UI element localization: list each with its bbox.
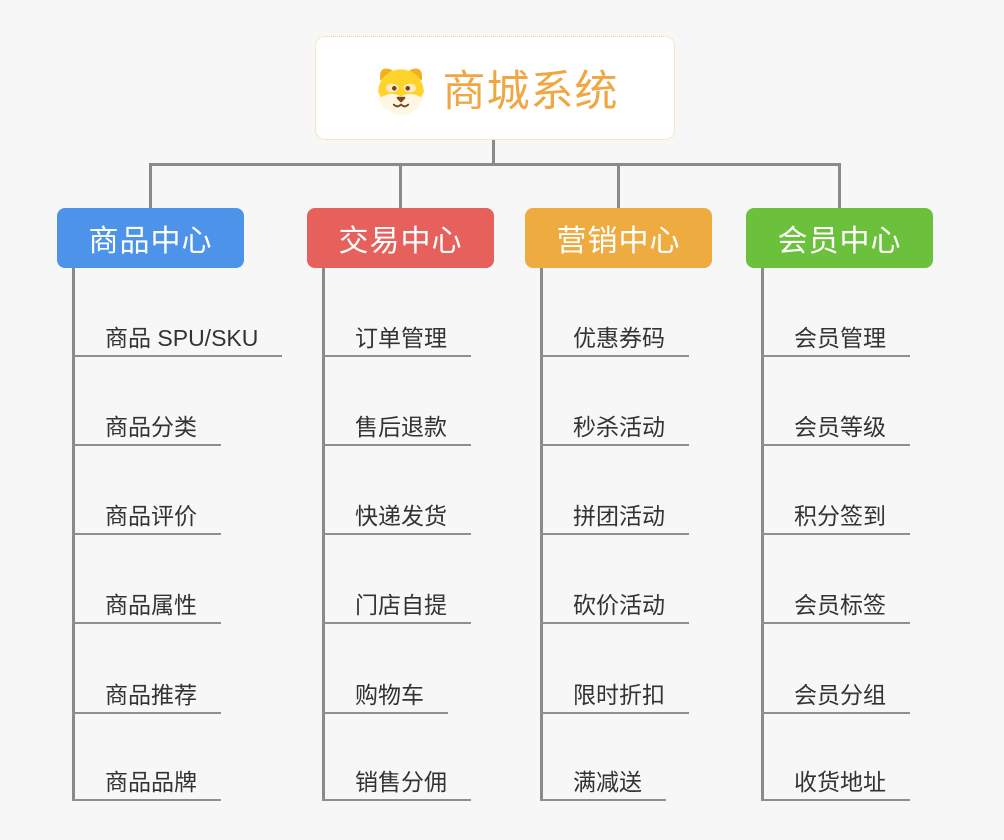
mindmap-item[interactable]: 秒杀活动 <box>540 399 689 446</box>
mindmap-item[interactable]: 会员标签 <box>761 577 910 624</box>
mindmap-item[interactable]: 会员管理 <box>761 310 910 357</box>
dog-face-icon <box>377 68 424 115</box>
mindmap-item[interactable]: 售后退款 <box>322 399 471 446</box>
mindmap-item[interactable]: 会员分组 <box>761 667 910 714</box>
mindmap-item[interactable]: 收货地址 <box>761 754 910 801</box>
branch-node-product[interactable]: 商品中心 <box>57 208 244 268</box>
branch-stem-line <box>149 163 152 208</box>
branch-column-trade: 交易中心 订单管理 售后退款 快递发货 门店自提 购物车 销售分佣 <box>307 208 494 801</box>
mindmap-item[interactable]: 订单管理 <box>322 310 471 357</box>
branch-node-member[interactable]: 会员中心 <box>746 208 933 268</box>
mindmap-item[interactable]: 商品 SPU/SKU <box>72 310 283 357</box>
mindmap-item[interactable]: 优惠券码 <box>540 310 689 357</box>
mindmap-item[interactable]: 拼团活动 <box>540 488 689 535</box>
branch-stem-line <box>399 163 402 208</box>
mindmap-item[interactable]: 门店自提 <box>322 577 471 624</box>
branch-column-marketing: 营销中心 优惠券码 秒杀活动 拼团活动 砍价活动 限时折扣 满减送 <box>525 208 712 801</box>
mindmap-item[interactable]: 商品品牌 <box>72 754 221 801</box>
mindmap-item[interactable]: 积分签到 <box>761 488 910 535</box>
branch-node-trade[interactable]: 交易中心 <box>307 208 494 268</box>
branch-connector-bar <box>149 163 841 166</box>
mindmap-item[interactable]: 商品属性 <box>72 577 221 624</box>
mindmap-item[interactable]: 销售分佣 <box>322 754 471 801</box>
mindmap-item[interactable]: 商品推荐 <box>72 667 221 714</box>
mindmap-item[interactable]: 商品评价 <box>72 488 221 535</box>
mindmap-item[interactable]: 会员等级 <box>761 399 910 446</box>
mindmap-item[interactable]: 限时折扣 <box>540 667 689 714</box>
root-node[interactable]: 商城系统 <box>315 36 675 140</box>
root-title: 商城系统 <box>442 68 619 116</box>
mindmap-item[interactable]: 购物车 <box>322 667 448 714</box>
branch-node-marketing[interactable]: 营销中心 <box>525 208 712 268</box>
branch-stem-line <box>617 163 620 208</box>
mindmap-item[interactable]: 满减送 <box>540 754 666 801</box>
mindmap-item[interactable]: 快递发货 <box>322 488 471 535</box>
mindmap-item[interactable]: 砍价活动 <box>540 577 689 624</box>
branch-stem-line <box>838 163 841 208</box>
branch-column-product: 商品中心 商品 SPU/SKU 商品分类 商品评价 商品属性 商品推荐 商品品牌 <box>57 208 283 801</box>
root-connector-line <box>492 140 495 164</box>
mindmap-item[interactable]: 商品分类 <box>72 399 221 446</box>
branch-column-member: 会员中心 会员管理 会员等级 积分签到 会员标签 会员分组 收货地址 <box>746 208 933 801</box>
